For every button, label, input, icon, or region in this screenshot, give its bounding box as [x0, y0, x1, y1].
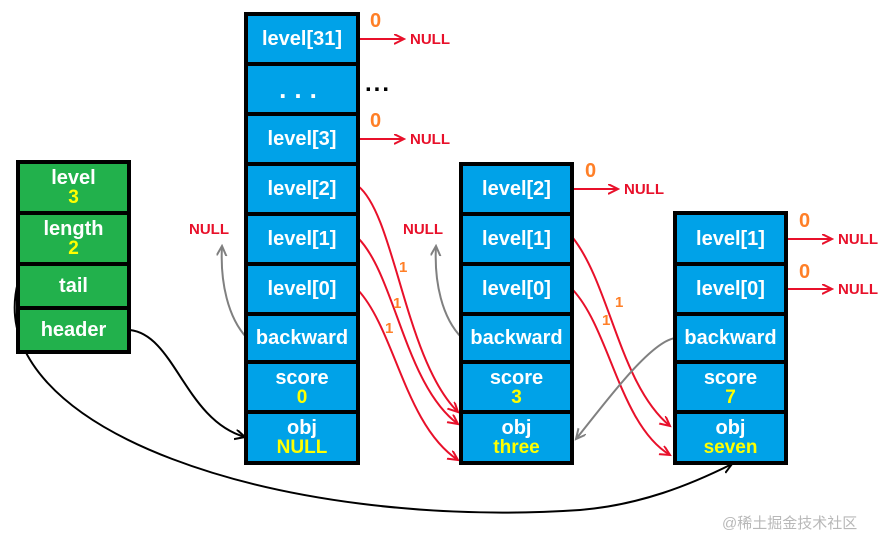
list-level-label: level	[51, 167, 96, 189]
list-length-label: length	[43, 218, 104, 240]
node1-level1-cell: level[1]	[463, 216, 570, 262]
header-obj-label: obj	[287, 417, 317, 439]
span-zero-label: 0	[799, 261, 811, 283]
list-header-cell: header	[20, 310, 127, 350]
node1-obj-value: three	[493, 437, 540, 458]
node-three: level[2] level[1] level[0] backward scor…	[459, 162, 574, 465]
header-level1-label: level[1]	[267, 228, 337, 250]
arrow-node1-backward-null	[436, 246, 463, 339]
list-level-value: 3	[68, 187, 79, 208]
list-length-cell: length 2	[20, 215, 127, 262]
header-level31-label: level[31]	[261, 28, 343, 50]
node2-obj-cell: obj seven	[677, 414, 784, 461]
arrow-node2-backward-node1	[576, 337, 677, 439]
node2-level0-label: level[0]	[696, 278, 765, 300]
node2-score-value: 7	[725, 386, 736, 408]
span-zero-label: 0	[799, 210, 811, 232]
header-score-value: 0	[296, 386, 308, 408]
null-label: NULL	[410, 31, 450, 48]
ellipsis-label: ...	[365, 70, 392, 97]
arrow-tail-pointer	[13, 281, 732, 514]
null-label: NULL	[410, 131, 450, 148]
watermark: @稀土掘金技术社区	[722, 515, 858, 532]
list-header-label: header	[40, 319, 107, 341]
arrow-header-backward-null	[222, 246, 248, 339]
node1-score-cell: score 3	[463, 364, 570, 410]
node1-level2-cell: level[2]	[463, 166, 570, 212]
null-label: NULL	[403, 221, 443, 238]
node2-score-cell: score 7	[677, 364, 784, 410]
list-tail-label: tail	[59, 275, 88, 297]
span-one-label: 1	[393, 295, 402, 312]
list-tail-cell: tail	[20, 266, 127, 306]
span-one-label: 1	[602, 312, 611, 329]
header-dots-cell: ...	[248, 66, 356, 112]
span-one-label: 1	[385, 320, 394, 337]
node2-level1-label: level[1]	[696, 227, 765, 250]
header-level3-cell: level[3]	[248, 116, 356, 162]
node1-level0-label: level[0]	[482, 278, 551, 300]
node2-obj-label: obj	[715, 417, 746, 439]
span-one-label: 1	[615, 294, 624, 311]
node1-score-label: score	[489, 366, 544, 389]
span-one-label: 1	[399, 259, 408, 276]
null-label: NULL	[189, 221, 229, 238]
null-label: NULL	[838, 231, 878, 248]
header-score-cell: score 0	[248, 364, 356, 410]
null-label: NULL	[838, 281, 878, 298]
arrow-header-level1-node1	[357, 237, 458, 424]
node1-score-value: 3	[511, 386, 522, 408]
span-zero-label: 0	[370, 110, 382, 132]
node-seven: level[1] level[0] backward score 7 obj s…	[673, 211, 788, 465]
node2-obj-value: seven	[703, 437, 758, 458]
node2-backward-label: backward	[684, 327, 777, 349]
node1-level0-cell: level[0]	[463, 266, 570, 312]
header-score-label: score	[275, 366, 329, 389]
header-backward-label: backward	[255, 327, 349, 349]
node1-backward-cell: backward	[463, 316, 570, 360]
node1-level1-label: level[1]	[482, 228, 551, 250]
node1-level2-label: level[2]	[482, 178, 551, 200]
header-level3-label: level[3]	[267, 128, 337, 150]
header-level2-cell: level[2]	[248, 166, 356, 212]
list-level-cell: level 3	[20, 164, 127, 211]
header-node: level[31] ... level[3] level[2] level[1]…	[244, 12, 360, 465]
header-level31-cell: level[31]	[248, 16, 356, 62]
arrow-header-level0-node1	[357, 289, 458, 460]
node1-obj-label: obj	[501, 417, 532, 439]
arrow-header-level2-node1	[357, 185, 458, 412]
header-level1-cell: level[1]	[248, 216, 356, 262]
node2-level0-cell: level[0]	[677, 266, 784, 312]
arrow-node1-level0-node2	[572, 289, 670, 455]
node2-level1-cell: level[1]	[677, 215, 784, 262]
header-obj-cell: obj NULL	[248, 414, 356, 461]
node2-backward-cell: backward	[677, 316, 784, 360]
node1-backward-label: backward	[470, 327, 563, 349]
arrow-header-pointer	[129, 329, 245, 437]
node2-score-label: score	[703, 366, 758, 389]
header-level0-cell: level[0]	[248, 266, 356, 312]
span-zero-label: 0	[585, 160, 597, 182]
span-zero-label: 0	[370, 10, 382, 32]
arrow-node1-level1-node2	[572, 237, 670, 426]
list-struct: level 3 length 2 tail header	[16, 160, 131, 354]
node1-obj-cell: obj three	[463, 414, 570, 461]
header-obj-value: NULL	[276, 437, 328, 458]
header-backward-cell: backward	[248, 316, 356, 360]
header-dots-label: ...	[279, 74, 325, 104]
header-level2-label: level[2]	[267, 178, 337, 200]
null-label: NULL	[624, 181, 664, 198]
header-level0-label: level[0]	[267, 278, 337, 300]
list-length-value: 2	[68, 238, 79, 259]
